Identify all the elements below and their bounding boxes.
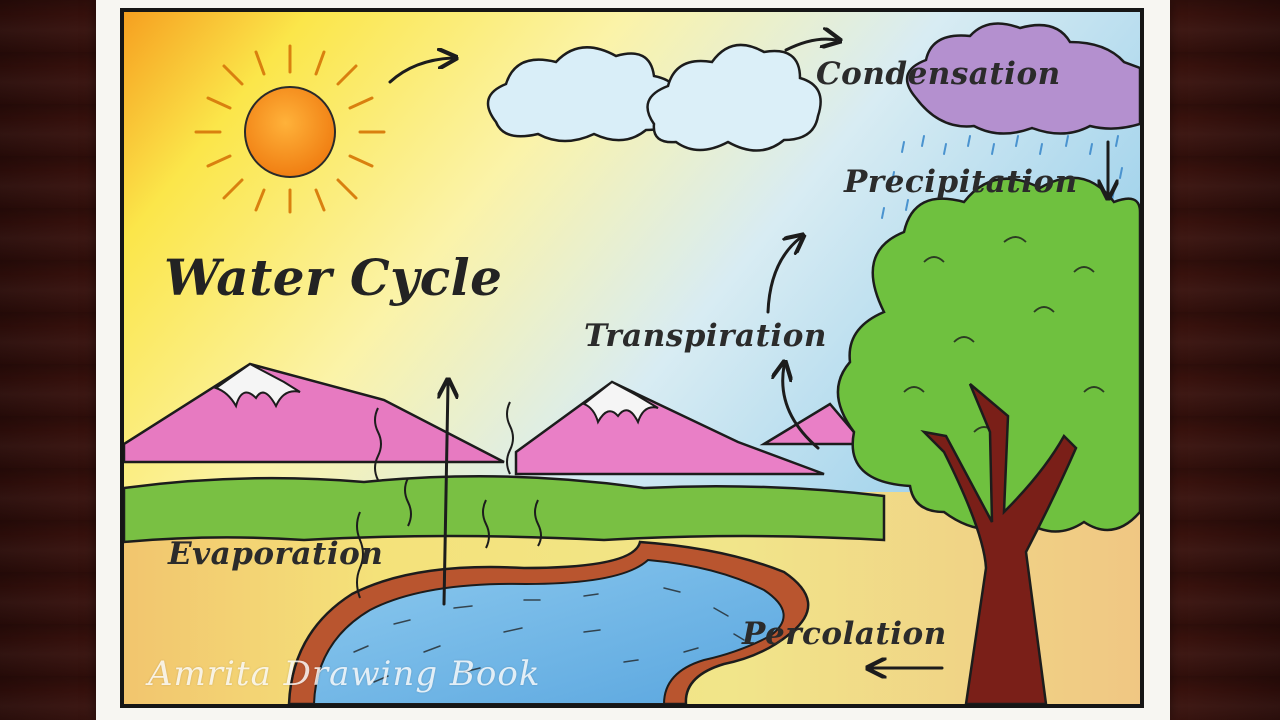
cloud-icon — [646, 43, 822, 152]
arrow-icon — [388, 39, 1108, 668]
tree-icon — [836, 176, 1140, 704]
water-cycle-scene — [124, 12, 1140, 704]
diagram-title: Water Cycle — [164, 248, 503, 307]
mountains — [124, 362, 867, 476]
sun-icon — [194, 44, 386, 214]
evaporation-vapor-lines — [356, 401, 542, 599]
green-hills — [124, 474, 886, 544]
label-precipitation: Precipitation — [844, 164, 1078, 200]
river — [287, 540, 810, 704]
label-percolation: Percolation — [742, 616, 947, 652]
drawing-frame: Water Cycle Condensation Precipitation T… — [120, 8, 1144, 708]
label-evaporation: Evaporation — [168, 536, 384, 572]
label-transpiration: Transpiration — [584, 318, 827, 354]
watermark: Amrita Drawing Book — [148, 654, 541, 694]
label-condensation: Condensation — [816, 56, 1061, 92]
